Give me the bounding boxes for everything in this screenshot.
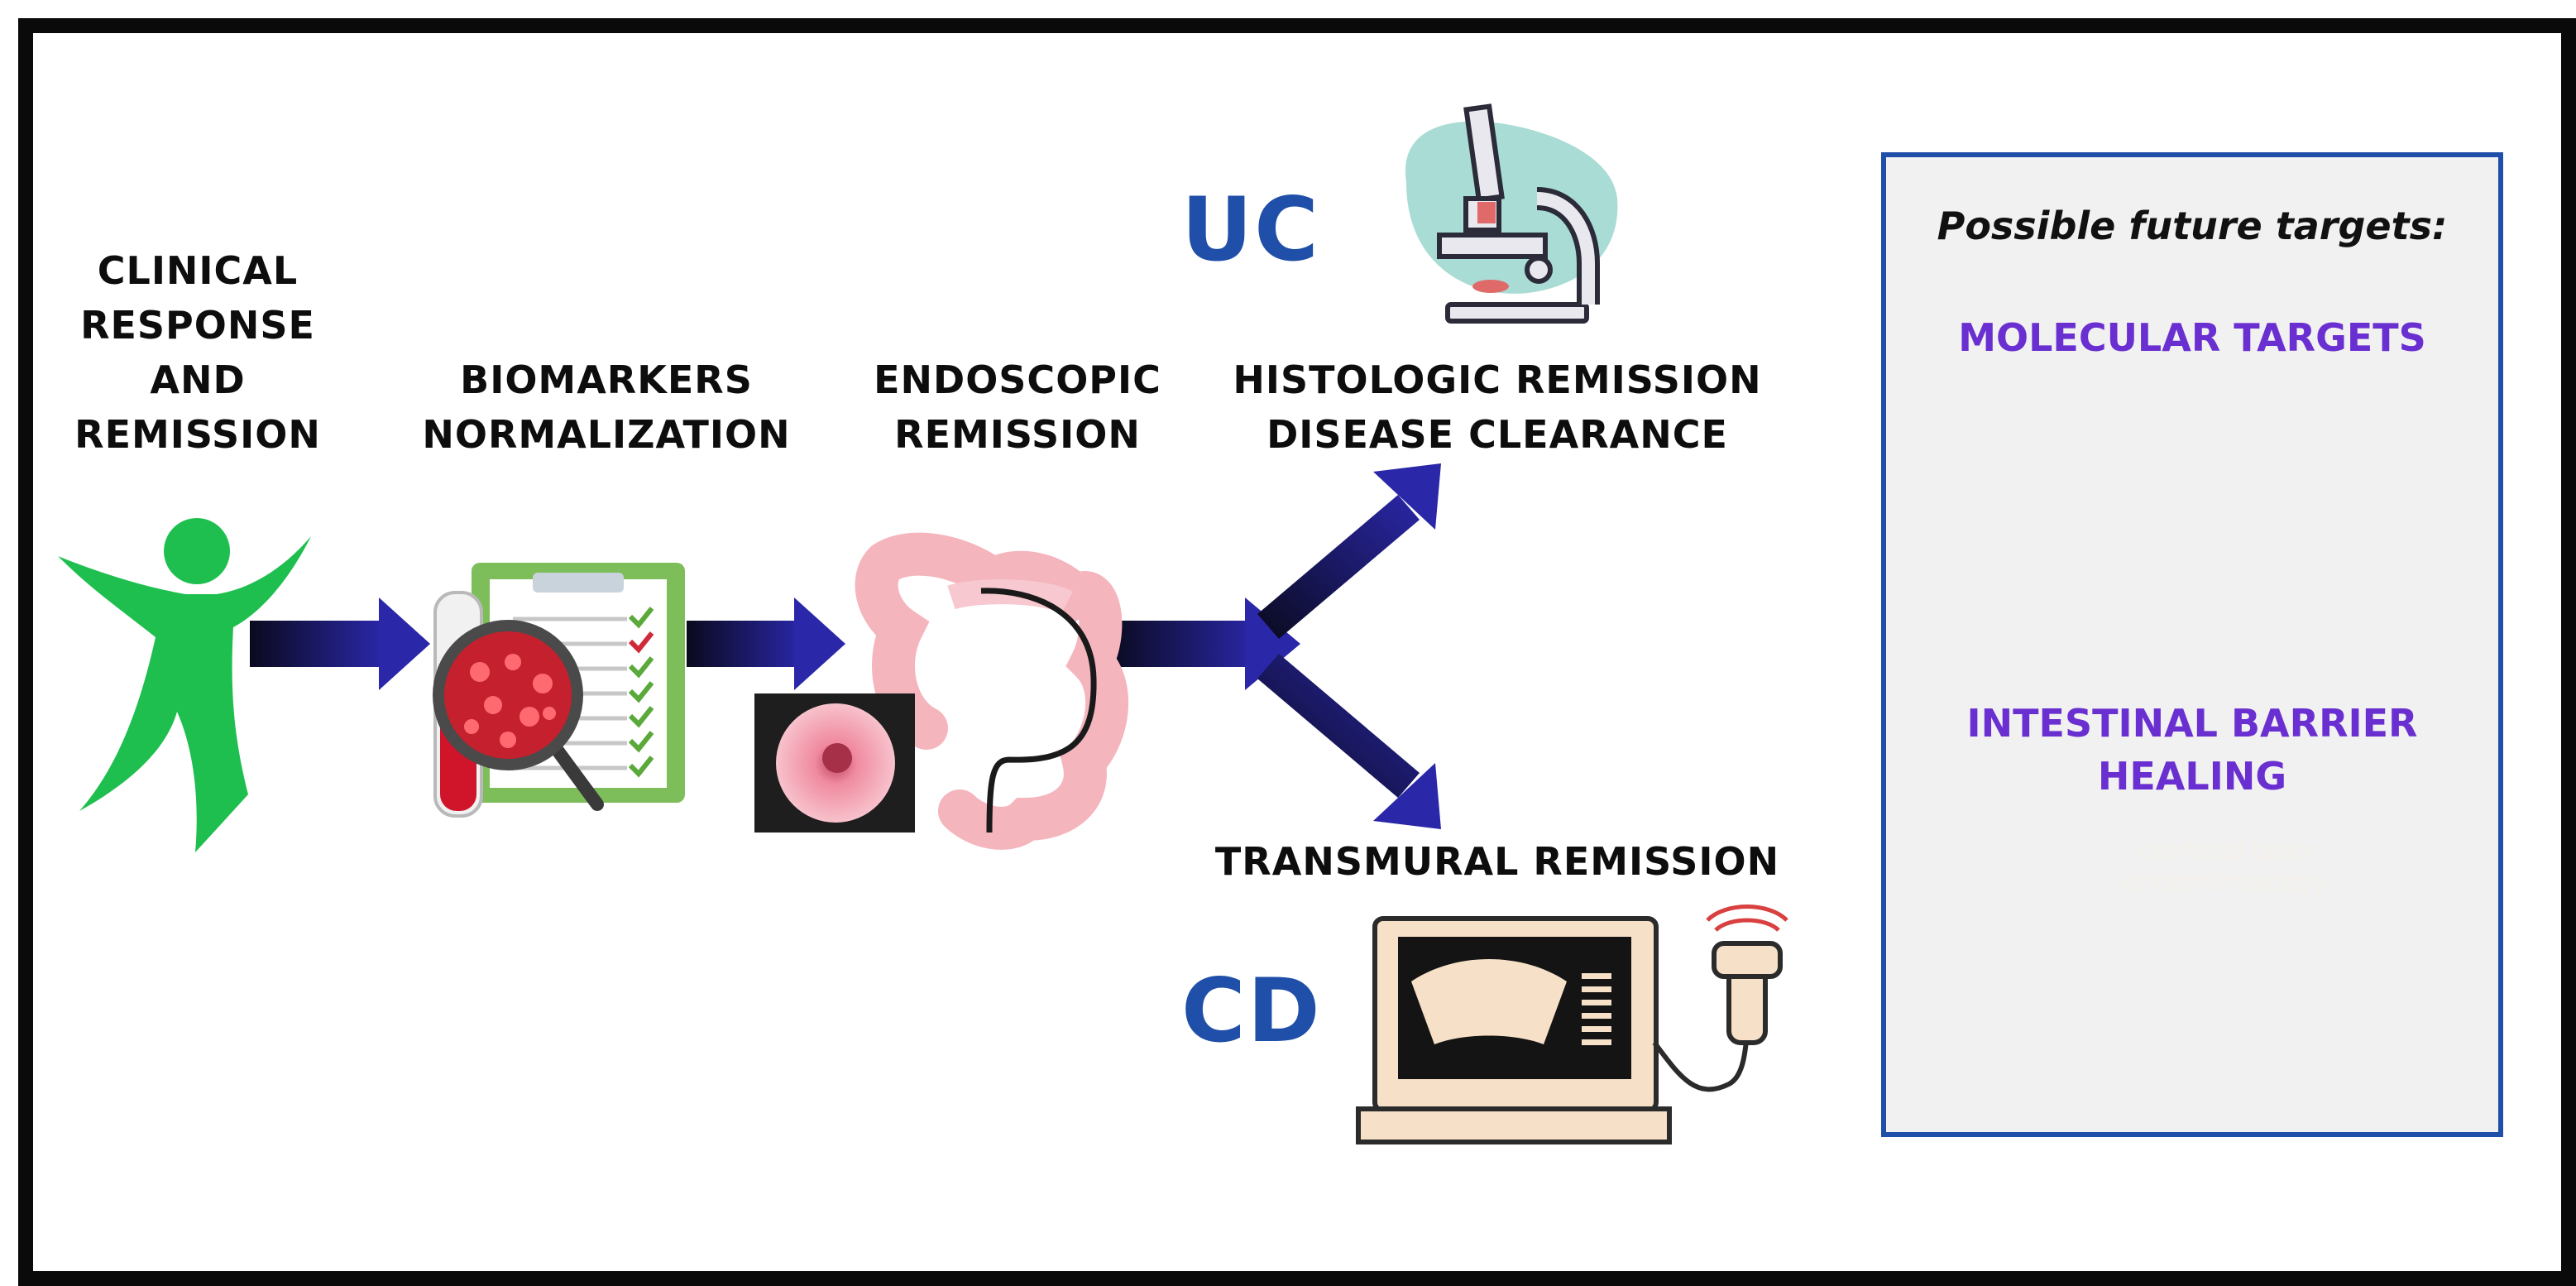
- panel-title: Possible future targets:: [1937, 204, 2448, 248]
- stage-biomarkers-label: BIOMARKERS NORMALIZATION: [410, 353, 802, 462]
- stage-transmural-label: TRANSMURAL REMISSION: [1208, 834, 1787, 889]
- barrier-healing-label: INTESTINAL BARRIER HEALING: [1966, 701, 2418, 799]
- stage-clinical-text: CLINICAL RESPONSE AND REMISSION: [74, 248, 321, 457]
- future-targets-panel: Possible future targets: MOLECULAR TARGE…: [1881, 152, 2503, 1137]
- stage-clinical-label: CLINICAL RESPONSE AND REMISSION: [69, 243, 326, 462]
- stage-endoscopic-text: ENDOSCOPIC REMISSION: [874, 357, 1161, 457]
- molecular-targets-label: MOLECULAR TARGETS: [1958, 315, 2426, 360]
- blood-test-icon: [433, 563, 685, 818]
- person-icon: [58, 518, 311, 852]
- colon-endoscope-icon: [754, 532, 1129, 850]
- arrow-2: [687, 597, 845, 690]
- arrow-down-branch: [1257, 654, 1441, 829]
- ultrasound-icon: [1356, 905, 1788, 1144]
- stage-biomarkers-text: BIOMARKERS NORMALIZATION: [422, 357, 791, 457]
- stage-histologic-text: HISTOLOGIC REMISSION DISEASE CLEARANCE: [1233, 357, 1762, 457]
- stage-endoscopic-label: ENDOSCOPIC REMISSION: [869, 353, 1166, 462]
- microscope-icon: [1405, 103, 1618, 324]
- stage-histologic-label: HISTOLOGIC REMISSION DISEASE CLEARANCE: [1224, 353, 1770, 462]
- cd-label: CD: [1181, 960, 1322, 1062]
- uc-label: UC: [1181, 179, 1320, 281]
- arrow-3: [1108, 597, 1300, 690]
- confocal-annotation: confocal laser endomicroscopy: [2123, 837, 2328, 897]
- arrow-1: [250, 597, 430, 690]
- arrow-up-branch: [1257, 463, 1441, 639]
- stage-transmural-text: TRANSMURAL REMISSION: [1214, 839, 1780, 884]
